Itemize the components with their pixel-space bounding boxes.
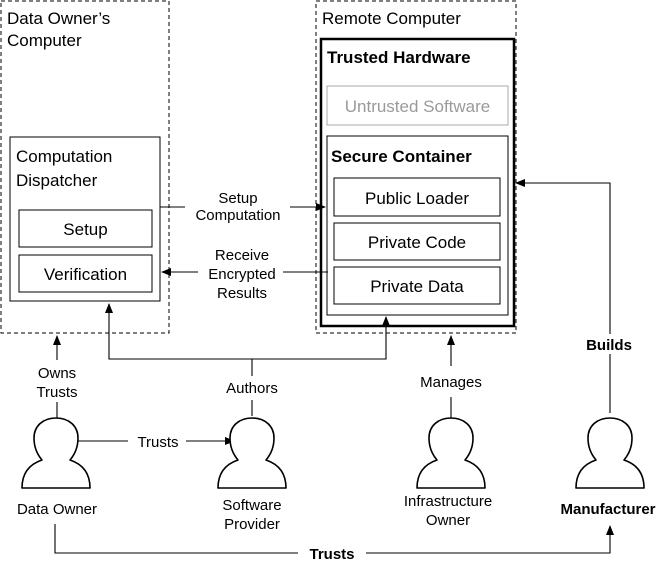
verification-box (18, 254, 153, 293)
software-provider-person-icon (217, 417, 287, 489)
public-loader-label: Public Loader (365, 189, 469, 208)
trusts-bottom-label: Trusts (309, 546, 354, 563)
verification-label: Verification (44, 265, 127, 284)
builds-label: Builds (586, 337, 632, 354)
setup-label: Setup (63, 220, 107, 239)
data-owner-person-icon (21, 417, 91, 489)
private-code-box (333, 222, 501, 261)
data-owner-label: Data Owner (17, 501, 97, 518)
builds-arrow (515, 179, 611, 413)
public-loader-box (333, 177, 501, 217)
private-data-label: Private Data (370, 277, 464, 296)
trusted-hardware-label: Trusted Hardware (327, 48, 471, 67)
secure-container-label: Secure Container (331, 147, 472, 166)
infrastructure-owner-person-icon (416, 417, 486, 489)
private-code-label: Private Code (368, 233, 466, 252)
setup-box (18, 209, 153, 248)
authors-label: Authors (226, 380, 278, 397)
trusts-middle-label: Trusts (137, 434, 178, 451)
data-owner-computer-container (0, 0, 170, 334)
manufacturer-person-icon (575, 417, 645, 489)
trusts-bottom-arrow-right (366, 525, 614, 554)
authors-arrow-to-dispatcher (105, 303, 252, 360)
authors-arrow-to-container (252, 316, 390, 360)
manages-label: Manages (420, 374, 482, 391)
untrusted-software-box (326, 85, 509, 126)
trusts-bottom-arrow-left (54, 524, 298, 554)
remote-computer-container (315, 0, 517, 334)
untrusted-software-label: Untrusted Software (345, 97, 491, 116)
private-data-box (333, 266, 501, 305)
remote-computer-label: Remote Computer (322, 9, 461, 28)
manufacturer-label: Manufacturer (560, 501, 655, 518)
